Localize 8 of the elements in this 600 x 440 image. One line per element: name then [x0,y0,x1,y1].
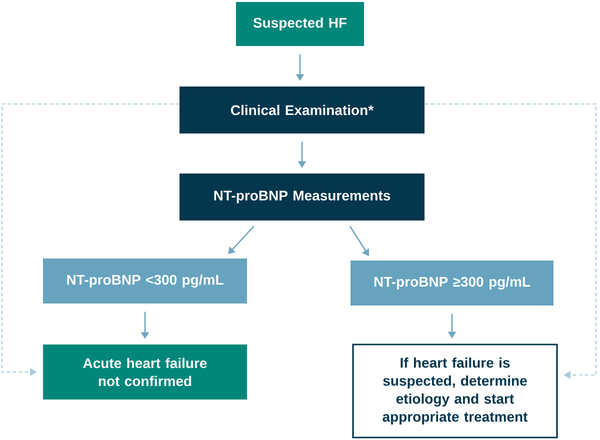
process-box: NT-proBNP Measurements [180,174,424,220]
process-box: Clinical Examination* [180,86,424,134]
outcome-box: If heart failure is suspected, determine etiology and start appropriate treatment [352,344,558,438]
result-box: NT-proBNP <300 pg/mL [43,258,247,304]
process-box: Suspected HF [236,2,364,46]
dashed-arrow [424,103,597,380]
process-box: Acute heart failure not confirmed [43,344,247,400]
result-box: NT-proBNP ≥300 pg/mL [350,260,554,306]
